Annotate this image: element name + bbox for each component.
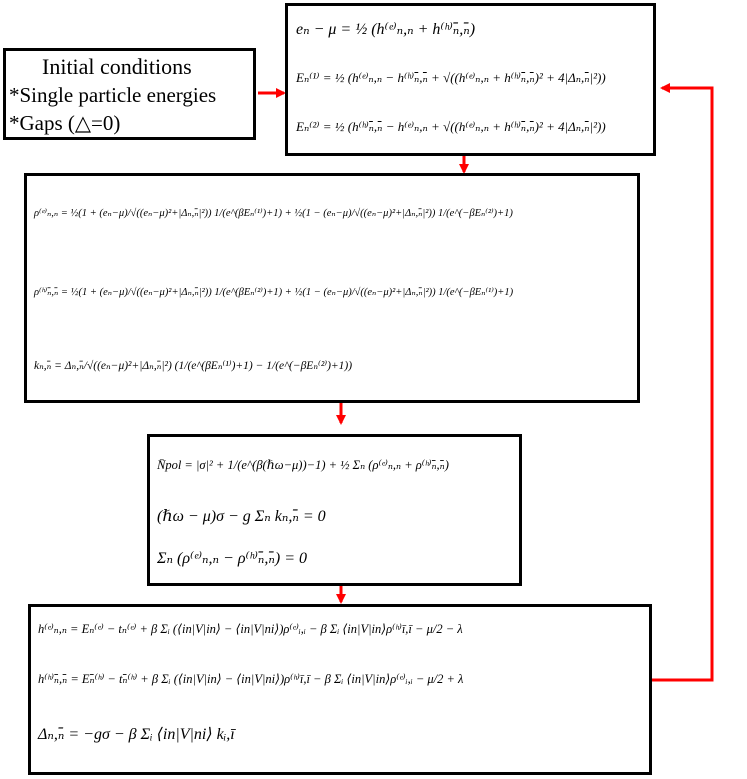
initial-conditions-title: Initial conditions [42,54,192,79]
hole-hamiltonian-equation: h⁽ʰ⁾ₙ̄,ₙ̄ = Eₙ̄⁽ʰ⁾ − tₙ̄⁽ʰ⁾ + β Σᵢ (⟨in|… [38,672,464,686]
initial-single-particle-energies: *Single particle energies [9,83,217,107]
gap-equation: Δₙ,ₙ̄ = −gσ − β Σᵢ ⟨in|V|ni⟩ kᵢ,ī [38,726,235,743]
quasiparticle-energy-e1-equation: Eₙ⁽¹⁾ = ½ (h⁽ᵉ⁾ₙ,ₙ − h⁽ʰ⁾ₙ̄,ₙ̄ + √((h⁽ᵉ⁾… [296,70,606,85]
initial-conditions-box: Initial conditions *Single particle ener… [3,48,256,140]
feedback-loop-line [650,83,714,682]
photon-field-equation: (ℏω − μ)σ − g Σₙ kₙ,ₙ̄ = 0 [157,508,326,525]
polariton-number-equation: N̄pol = |σ|² + 1/(e^(β(ℏω−μ))−1) + ½ Σₙ … [157,458,449,472]
quasiparticle-energy-e2-equation: Eₙ⁽²⁾ = ½ (h⁽ʰ⁾ₙ̄,ₙ̄ − h⁽ᵉ⁾ₙ,ₙ + √((h⁽ᵉ⁾… [296,119,606,134]
electron-hamiltonian-equation: h⁽ᵉ⁾ₙ,ₙ = Eₙ⁽ᵉ⁾ − tₙ⁽ᵉ⁾ + β Σᵢ (⟨in|V|in… [38,622,463,636]
density-equations-box: ρ⁽ᵉ⁾ₙ,ₙ = ½(1 + (eₙ−μ)/√((eₙ−μ)²+|Δₙ,ₙ̄|… [24,173,640,403]
hole-density-equation: ρ⁽ʰ⁾ₙ̄,ₙ̄ = ½(1 + (eₙ−μ)/√((eₙ−μ)²+|Δₙ,ₙ… [34,287,514,298]
hartree-fock-equations-box: h⁽ᵉ⁾ₙ,ₙ = Eₙ⁽ᵉ⁾ − tₙ⁽ᵉ⁾ + β Σᵢ (⟨in|V|in… [28,604,652,775]
energy-equations-box: eₙ − μ = ½ (h⁽ᵉ⁾ₙ,ₙ + h⁽ʰ⁾ₙ̄,ₙ̄) Eₙ⁽¹⁾ =… [285,3,656,156]
charge-neutrality-equation: Σₙ (ρ⁽ᵉ⁾ₙ,ₙ − ρ⁽ʰ⁾ₙ̄,ₙ̄) = 0 [157,550,307,567]
polariton-equations-box: N̄pol = |σ|² + 1/(e^(β(ℏω−μ))−1) + ½ Σₙ … [147,434,522,586]
chemical-potential-equation: eₙ − μ = ½ (h⁽ᵉ⁾ₙ,ₙ + h⁽ʰ⁾ₙ̄,ₙ̄) [296,21,476,38]
anomalous-density-equation: kₙ,ₙ̄ = Δₙ,ₙ̄/√((eₙ−μ)²+|Δₙ,ₙ̄|²) (1/(e^… [34,360,353,372]
initial-gaps: *Gaps (△=0) [9,111,121,135]
electron-density-equation: ρ⁽ᵉ⁾ₙ,ₙ = ½(1 + (eₙ−μ)/√((eₙ−μ)²+|Δₙ,ₙ̄|… [34,208,513,219]
